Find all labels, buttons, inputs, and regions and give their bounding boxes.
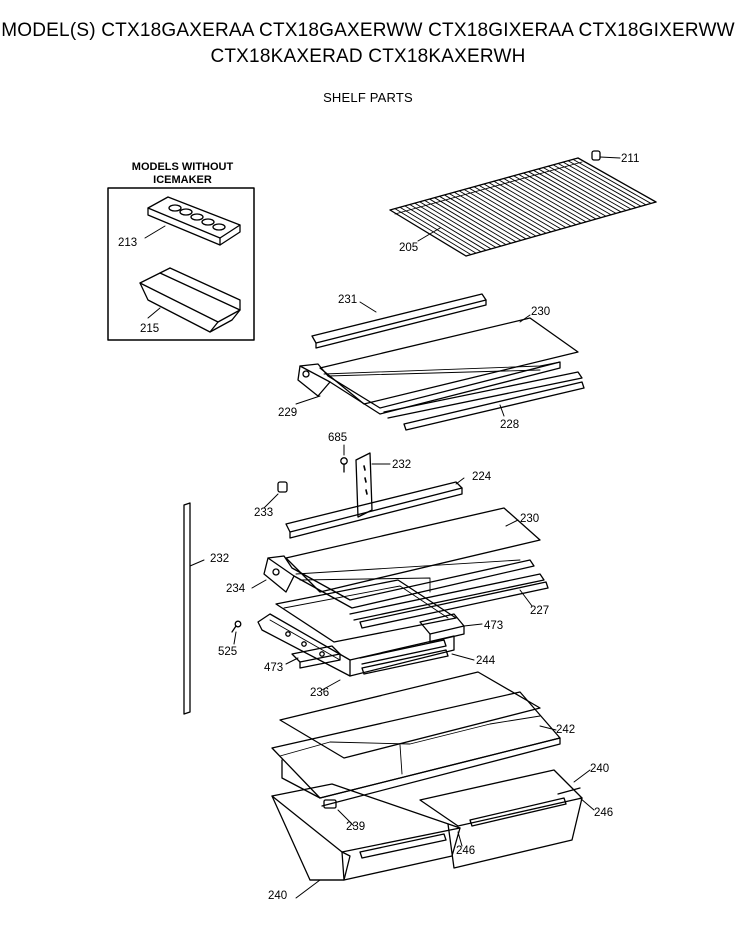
crisper-drawer-240-left: [271, 783, 461, 881]
label-246b: 246: [456, 845, 475, 857]
shelf-wire: [448, 193, 527, 240]
label-242: 242: [556, 724, 575, 736]
screw-685: [340, 457, 348, 473]
label-473a: 473: [484, 620, 503, 632]
label-236: 236: [310, 687, 329, 699]
clip-233: [277, 481, 288, 493]
shelf-wire: [468, 187, 547, 234]
shelf-wire: [414, 202, 492, 250]
inset-title-line1: MODELS WITHOUT: [131, 161, 234, 173]
shelf-wire: [409, 204, 487, 251]
crisper-drawer-240-right: [419, 769, 583, 869]
support-239: [323, 799, 337, 809]
ice-tray-213: [147, 196, 241, 246]
label-229: 229: [278, 407, 297, 419]
slide-473-right: [419, 613, 465, 643]
shelf-wire: [443, 194, 522, 241]
shelf-trim-224: [285, 481, 463, 539]
glass-shelf-230-middle: [285, 507, 541, 593]
label-244: 244: [476, 655, 496, 667]
shelf-wire: [473, 186, 552, 233]
label-239: 239: [346, 821, 365, 833]
shelf-frame-234: [263, 555, 535, 609]
ice-bucket-215: [139, 267, 241, 333]
shelf-wire: [533, 169, 612, 216]
shelf-wire: [493, 180, 572, 227]
shelf-wire: [498, 179, 577, 226]
shelf-wire: [508, 176, 587, 223]
shelf-wire: [419, 201, 497, 248]
shelf-wire: [483, 183, 562, 230]
shelf-rail-227: [349, 573, 549, 629]
label-685: 685: [328, 432, 347, 444]
label-246a: 246: [594, 807, 613, 819]
label-228: 228: [500, 419, 519, 431]
label-205: 205: [399, 242, 418, 254]
shelf-wire: [453, 191, 532, 238]
shelf-wire: [478, 184, 557, 231]
label-215: 215: [140, 323, 159, 335]
slide-473-left: [291, 645, 341, 669]
label-525: 525: [218, 646, 237, 658]
shelf-wire: [404, 205, 482, 253]
shelf-wire: [429, 198, 507, 246]
label-473b: 473: [264, 662, 283, 674]
shelf-wire: [424, 199, 502, 247]
drawer-frame-236: [257, 579, 457, 677]
models-line-1: MODEL(S) CTX18GAXERAA CTX18GAXERWW CTX18…: [1, 20, 735, 41]
shelf-wire: [434, 197, 512, 244]
models-line-2: CTX18KAXERAD CTX18KAXERWH: [210, 46, 526, 67]
shelf-wire: [463, 189, 542, 236]
label-234: 234: [226, 583, 246, 595]
wire-shelf-205: [389, 157, 657, 257]
label-230a: 230: [531, 306, 550, 318]
shelf-frame-229: [297, 361, 561, 415]
label-233: 233: [254, 507, 273, 519]
shelf-wire: [572, 158, 652, 204]
leader-lines: [144, 156, 621, 899]
shelf-rail-228: [383, 371, 585, 431]
label-227: 227: [530, 605, 549, 617]
shelf-wire: [399, 206, 477, 254]
label-230b: 230: [520, 513, 539, 525]
shelf-wire: [513, 175, 592, 221]
inset-box: [107, 187, 255, 341]
label-232b: 232: [210, 553, 229, 565]
vertical-support-232: [183, 502, 191, 715]
label-240b: 240: [268, 890, 287, 902]
shelf-wire: [557, 163, 637, 209]
glass-shelf-230-top: [319, 317, 579, 405]
part-labels: 211 205 213 215 231 230 229 228 685 232 …: [118, 153, 639, 902]
shelf-wire: [552, 164, 632, 210]
shelf-wire: [518, 173, 597, 220]
inset-title-line2: ICEMAKER: [153, 174, 212, 186]
shelf-wire: [523, 172, 602, 219]
crisper-cover-242: [271, 671, 561, 807]
shelf-clip-211: [591, 150, 601, 161]
shelf-wire: [547, 165, 627, 211]
screw-525: [231, 620, 242, 633]
shelf-trim-231: [311, 293, 487, 349]
section-title: SHELF PARTS: [323, 90, 413, 105]
shelf-wire: [562, 161, 642, 207]
shelf-wire: [567, 160, 647, 206]
label-231: 231: [338, 294, 357, 306]
shelf-wire: [503, 178, 582, 224]
handle-246-right: [557, 787, 581, 795]
shelf-wire: [542, 167, 622, 213]
shelf-wire: [537, 168, 617, 214]
shelf-wire: [458, 190, 537, 237]
label-211: 211: [621, 153, 639, 165]
label-213: 213: [118, 237, 137, 249]
shelf-wire: [528, 171, 607, 217]
label-232a: 232: [392, 459, 411, 471]
shelf-wire: [488, 182, 567, 229]
bracket-232-upper: [355, 452, 373, 518]
label-240a: 240: [590, 763, 609, 775]
label-224: 224: [472, 471, 492, 483]
rail-244: [359, 639, 449, 675]
shelf-wire: [439, 195, 517, 243]
